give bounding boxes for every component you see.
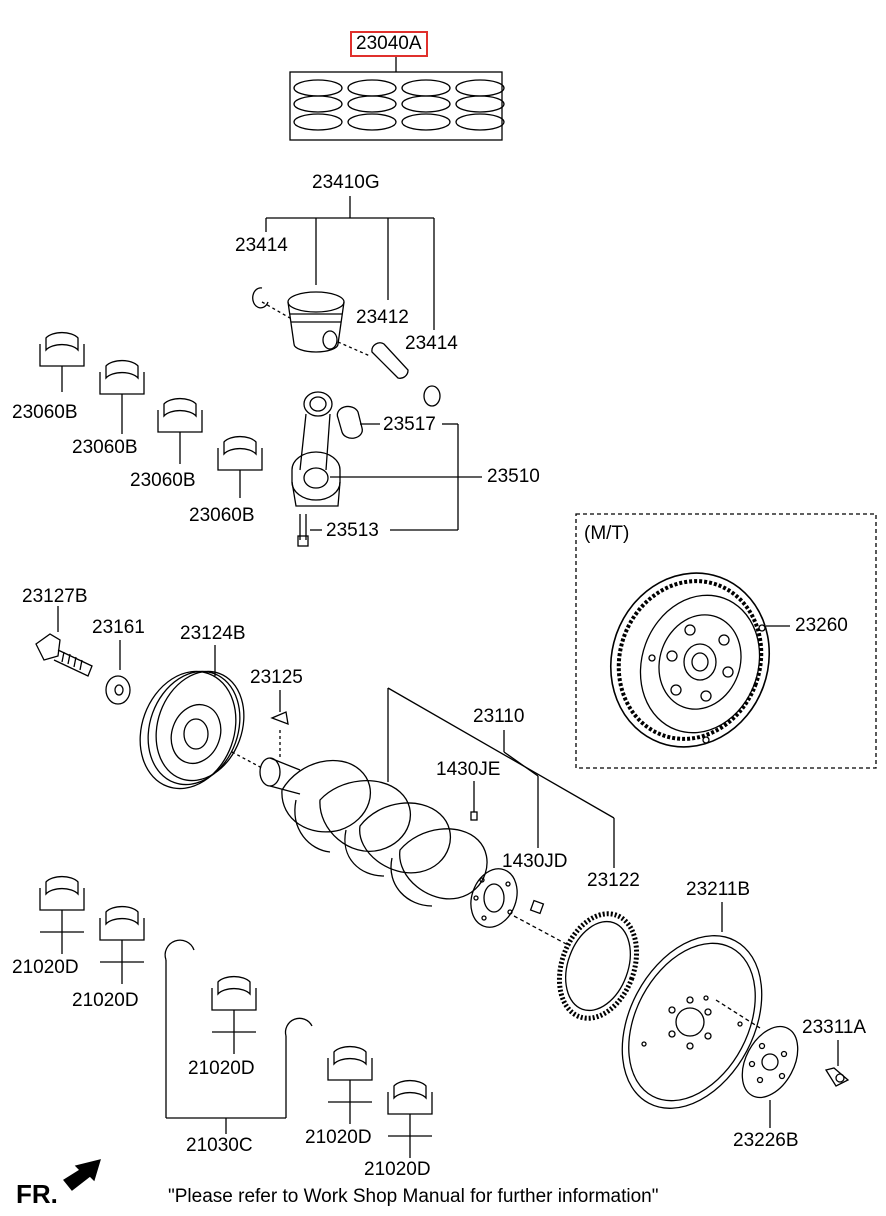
part-label-23040A[interactable]: 23040A (350, 31, 428, 57)
part-label-23161[interactable]: 23161 (92, 617, 145, 638)
part-label-21020D-1[interactable]: 21020D (12, 957, 79, 978)
crankshaft-leaders (387, 687, 615, 868)
woodruff-key-drawing[interactable] (270, 690, 289, 760)
adapter-plate-drawing[interactable] (715, 999, 809, 1128)
part-label-23311A[interactable]: 23311A (802, 1017, 867, 1038)
rod-bearing-drawing[interactable] (336, 405, 363, 439)
mt-box-frame (575, 513, 877, 769)
dual-mass-flywheel-drawing[interactable] (587, 551, 794, 770)
snap-ring-left-drawing[interactable] (252, 287, 291, 319)
crankshaft-pulley-drawing[interactable] (124, 645, 258, 802)
mt-label: (M/T) (584, 523, 630, 544)
conrod-leaders (310, 423, 482, 531)
part-label-21020D-5[interactable]: 21020D (364, 1159, 431, 1180)
damper-washer-drawing[interactable] (105, 640, 131, 705)
part-label-21020D-3[interactable]: 21020D (188, 1058, 255, 1079)
part-label-23412[interactable]: 23412 (356, 307, 409, 328)
part-label-23226B[interactable]: 23226B (733, 1130, 799, 1151)
piston-pin-drawing[interactable] (337, 341, 409, 379)
part-label-23060B-2[interactable]: 23060B (72, 437, 138, 458)
damper-bolt-drawing[interactable] (35, 606, 93, 677)
part-label-23060B-1[interactable]: 23060B (12, 402, 78, 423)
part-label-21020D-4[interactable]: 21020D (305, 1127, 372, 1148)
snap-ring-right-drawing[interactable] (423, 385, 441, 407)
part-label-23060B-4[interactable]: 23060B (189, 505, 255, 526)
part-label-23513[interactable]: 23513 (326, 520, 379, 541)
part-label-23060B-3[interactable]: 23060B (130, 470, 196, 491)
dowel-pin-drawing[interactable] (529, 899, 545, 915)
part-label-23414-upper[interactable]: 23414 (235, 235, 288, 256)
part-label-23125[interactable]: 23125 (250, 667, 303, 688)
part-label-23517[interactable]: 23517 (383, 414, 436, 435)
part-label-23122[interactable]: 23122 (587, 870, 640, 891)
main-bearings-upper-drawing[interactable] (39, 331, 263, 498)
part-label-21030C[interactable]: 21030C (186, 1135, 253, 1156)
crankshaft-drawing[interactable] (231, 751, 525, 934)
part-label-1430JE[interactable]: 1430JE (436, 759, 501, 780)
part-label-23211B[interactable]: 23211B (686, 879, 751, 900)
part-label-23110[interactable]: 23110 (473, 706, 525, 727)
front-direction-label: FR. (16, 1179, 58, 1209)
rod-bolt-drawing[interactable] (297, 514, 309, 547)
part-label-23124B[interactable]: 23124B (180, 623, 246, 644)
piston-drawing[interactable] (287, 291, 345, 353)
piston-assembly-leaders (265, 196, 435, 330)
connecting-rod-drawing[interactable] (291, 391, 341, 507)
flywheel-bolt-drawing[interactable] (824, 1040, 850, 1087)
workshop-manual-note: "Please refer to Work Shop Manual for fu… (168, 1186, 659, 1207)
part-label-23510[interactable]: 23510 (487, 466, 540, 487)
part-label-23127B[interactable]: 23127B (22, 586, 88, 607)
ring-gear-drawing[interactable] (513, 903, 650, 1029)
part-label-23260[interactable]: 23260 (795, 615, 848, 636)
part-label-23410G[interactable]: 23410G (312, 172, 380, 193)
piston-ring-set-drawing[interactable] (289, 55, 505, 141)
part-label-1430JD[interactable]: 1430JD (502, 851, 568, 872)
drive-plate-drawing[interactable] (594, 902, 790, 1132)
part-label-23414-lower[interactable]: 23414 (405, 333, 458, 354)
part-label-21020D-2[interactable]: 21020D (72, 990, 139, 1011)
thrust-washers-drawing[interactable] (164, 939, 313, 1134)
front-arrow-icon (63, 1159, 101, 1191)
main-bearings-lower-drawing[interactable] (39, 875, 433, 1158)
